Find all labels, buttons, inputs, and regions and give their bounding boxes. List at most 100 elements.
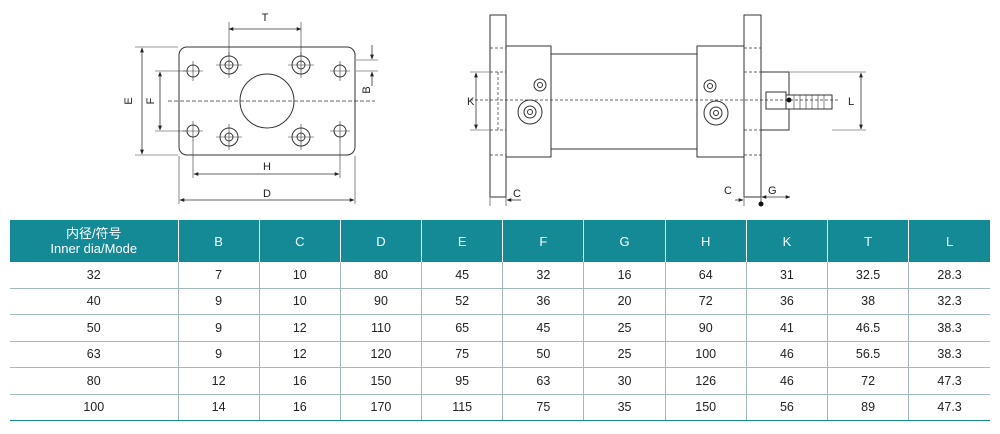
row-inner-dia: 100 (10, 394, 178, 421)
column-header: H (664, 220, 747, 262)
table-cell: 14 (177, 394, 260, 421)
table-cell: 32 (502, 262, 584, 289)
center-bore (239, 73, 295, 129)
table-cell: 56.5 (826, 341, 909, 368)
table-cell: 9 (177, 341, 260, 368)
table-cell: 75 (502, 394, 584, 421)
dim-label-C-left: C (513, 188, 521, 200)
table-cell: 150 (339, 367, 422, 395)
dim-label-C-right: C (724, 185, 732, 197)
table-cell: 46.5 (826, 314, 909, 342)
table-cell: 12 (177, 367, 260, 395)
table-cell: 90 (664, 314, 747, 342)
column-header: D (339, 220, 422, 262)
table-header-row: 内径/符号 Inner dia/Mode B C D E F G H K T L (10, 220, 990, 262)
table-cell: 46 (745, 367, 828, 395)
table-cell: 12 (258, 314, 341, 342)
table-cell: 16 (583, 262, 666, 289)
table-cell: 89 (826, 394, 909, 421)
table-cell: 9 (177, 288, 260, 315)
table-cell: 150 (664, 394, 747, 421)
row-inner-dia: 32 (10, 262, 178, 289)
row-inner-dia: 40 (10, 288, 178, 315)
table-cell: 10 (258, 262, 341, 289)
dim-label-G: G (768, 185, 777, 197)
header-en: Inner dia/Mode (50, 241, 138, 256)
table-cell: 65 (421, 314, 503, 342)
table-cell: 30 (583, 367, 666, 395)
table-cell: 38.3 (908, 314, 990, 342)
column-header: C (258, 220, 341, 262)
dim-label-F: F (145, 97, 157, 104)
table-cell: 25 (583, 341, 666, 368)
table-cell: 16 (258, 367, 341, 395)
table-cell: 80 (339, 262, 422, 289)
row-inner-dia: 80 (10, 367, 178, 395)
table-cell: 38.3 (908, 341, 990, 368)
table-cell: 45 (421, 262, 503, 289)
table-cell: 100 (664, 341, 747, 368)
table-cell: 12 (258, 341, 341, 368)
table-cell: 46 (745, 341, 828, 368)
table-cell: 28.3 (908, 262, 990, 289)
dim-label-D: D (263, 188, 271, 200)
table-cell: 75 (421, 341, 503, 368)
table-cell: 32.5 (826, 262, 909, 289)
table-cell: 10 (258, 288, 341, 315)
table-cell: 63 (502, 367, 584, 395)
dim-label-B: B (361, 86, 373, 93)
rod-end (765, 91, 787, 110)
table-cell: 32.3 (908, 288, 990, 315)
table-cell: 31 (745, 262, 828, 289)
cylinder-tube (550, 53, 698, 150)
dim-label-H: H (263, 161, 271, 173)
table-cell: 38 (826, 288, 909, 315)
table-cell: 25 (583, 314, 666, 342)
table-cell: 90 (339, 288, 422, 315)
column-header: E (421, 220, 503, 262)
table-cell: 110 (339, 314, 422, 342)
table-cell: 9 (177, 314, 260, 342)
table-cell: 47.3 (908, 367, 990, 395)
table-cell: 50 (502, 341, 584, 368)
column-header: G (583, 220, 666, 262)
table-cell: 56 (745, 394, 828, 421)
header-inner-dia: 内径/符号 Inner dia/Mode (10, 220, 178, 262)
table-cell: 120 (339, 341, 422, 368)
table-cell: 115 (421, 394, 503, 421)
side-view (470, 14, 866, 207)
column-header: B (177, 220, 260, 262)
header-cn: 内径/符号 (65, 226, 122, 241)
table-cell: 170 (339, 394, 422, 421)
row-inner-dia: 50 (10, 314, 178, 342)
table-cell: 36 (502, 288, 584, 315)
table-cell: 41 (745, 314, 828, 342)
table-cell: 35 (583, 394, 666, 421)
dim-label-T: T (262, 12, 269, 24)
column-header: K (745, 220, 828, 262)
left-flange (489, 14, 507, 198)
table-cell: 16 (258, 394, 341, 421)
table-cell: 20 (583, 288, 666, 315)
table-cell: 7 (177, 262, 260, 289)
right-flange (743, 14, 762, 198)
table-cell: 72 (826, 367, 909, 395)
table-cell: 126 (664, 367, 747, 395)
table-cell: 45 (502, 314, 584, 342)
table-cell: 47.3 (908, 394, 990, 421)
technical-drawing: T E F B H D (123, 12, 866, 207)
front-view (135, 22, 378, 204)
column-header: T (826, 220, 909, 262)
column-header: L (908, 220, 990, 262)
column-header: F (502, 220, 584, 262)
table-cell: 72 (664, 288, 747, 315)
rod-thread (785, 94, 833, 110)
dim-label-L: L (848, 96, 854, 108)
